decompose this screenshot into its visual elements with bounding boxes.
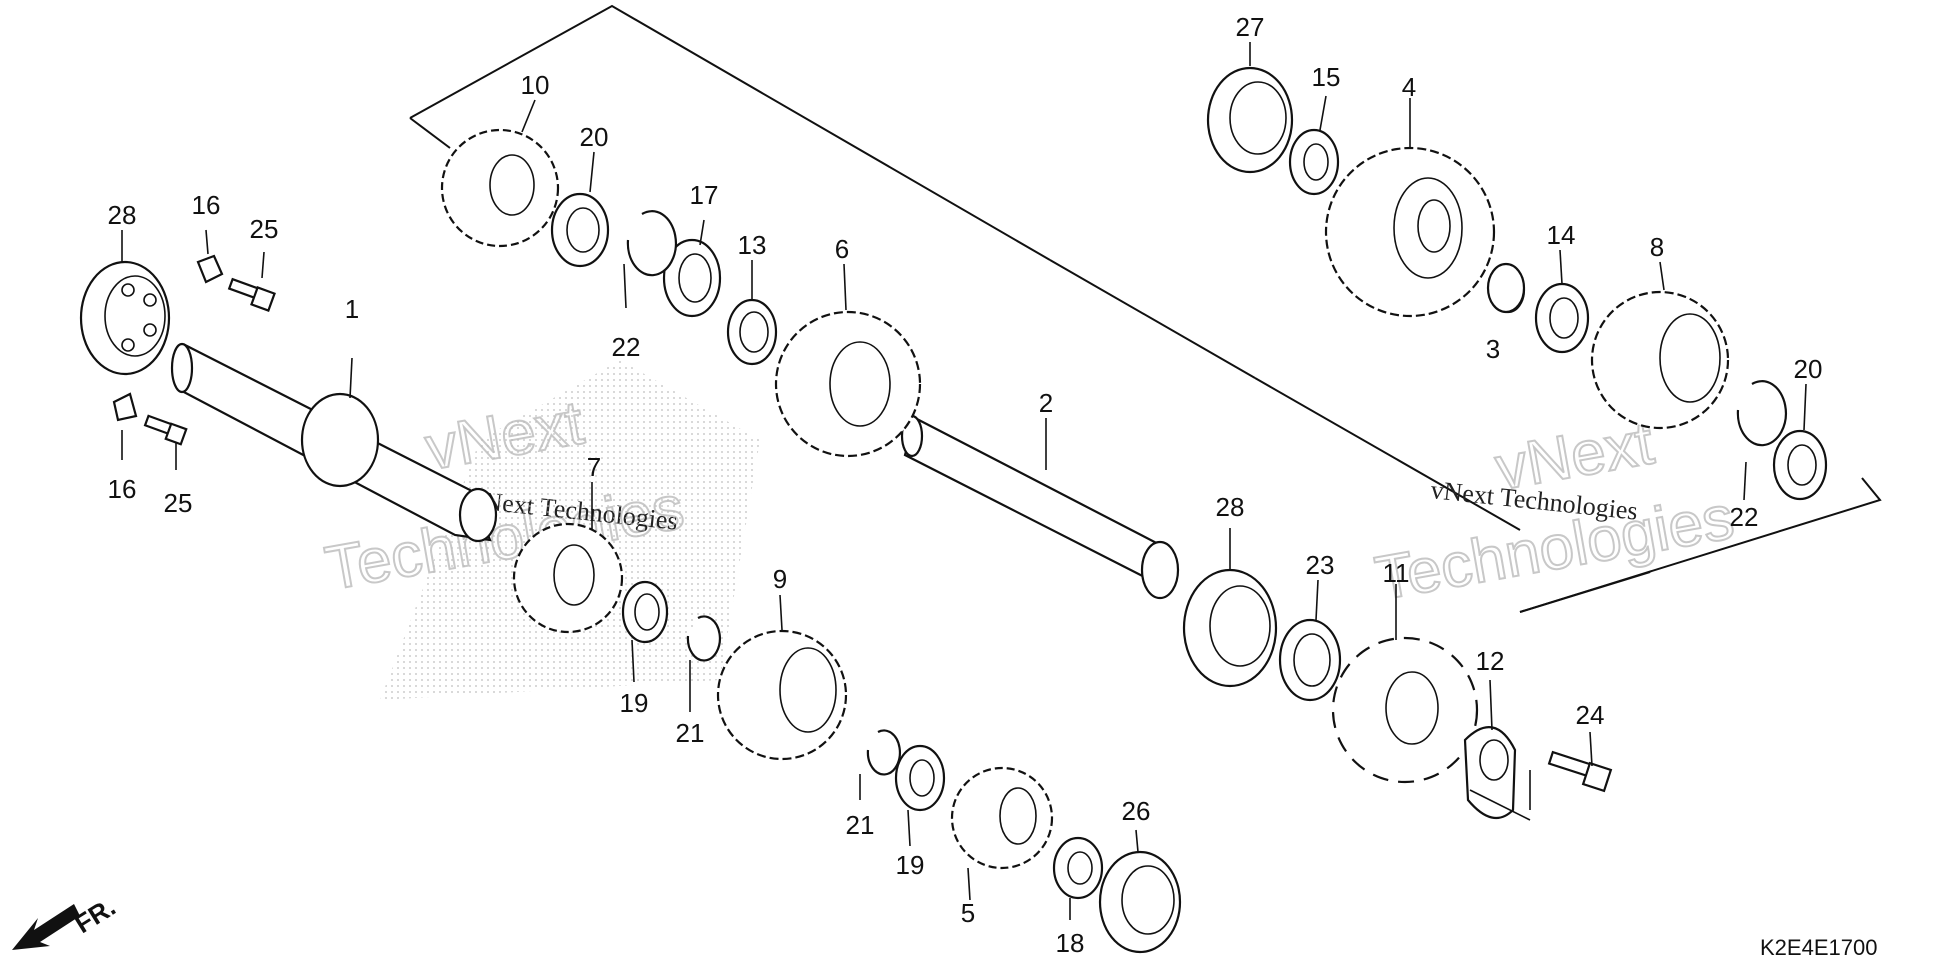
callout-5: 5 xyxy=(961,898,975,928)
callout-15: 15 xyxy=(1312,62,1341,92)
callout-22-left: 22 xyxy=(612,332,641,362)
callout-14: 14 xyxy=(1547,220,1576,250)
diagram-code: K2E4E1700 xyxy=(1760,935,1877,960)
gear-6 xyxy=(774,310,922,458)
countershaft-2 xyxy=(900,414,1180,600)
callout-12: 12 xyxy=(1476,646,1505,676)
bolt-25-top xyxy=(227,277,276,312)
gear-9 xyxy=(716,629,848,761)
plate-12 xyxy=(1463,726,1517,820)
bearing-27 xyxy=(1206,66,1294,174)
callout-28-left: 28 xyxy=(108,200,137,230)
callout-21-right: 21 xyxy=(846,810,875,840)
callout-2: 2 xyxy=(1039,388,1053,418)
callout-16-bottom: 16 xyxy=(108,474,137,504)
callout-17: 17 xyxy=(690,180,719,210)
bearing-28-right xyxy=(1182,568,1278,688)
front-direction-label: FR. xyxy=(69,891,120,939)
assembly-frame xyxy=(409,4,1882,613)
callout-7: 7 xyxy=(587,452,601,482)
callout-25-bottom: 25 xyxy=(164,488,193,518)
callout-9: 9 xyxy=(773,564,787,594)
callout-28-right: 28 xyxy=(1216,492,1245,522)
callout-23: 23 xyxy=(1306,550,1335,580)
gear-10 xyxy=(440,128,560,248)
gear-4 xyxy=(1324,146,1496,318)
callout-19-left: 19 xyxy=(620,688,649,718)
bearing-26 xyxy=(1098,850,1182,954)
callout-8: 8 xyxy=(1650,232,1664,262)
gear-7 xyxy=(512,522,624,634)
callout-10: 10 xyxy=(521,70,550,100)
callout-20-top: 20 xyxy=(580,122,609,152)
callout-labels: 1 2 3 4 5 6 7 8 9 10 11 12 13 14 15 16 1… xyxy=(108,12,1823,958)
plate-16-bottom xyxy=(112,392,138,422)
callout-1: 1 xyxy=(345,294,359,324)
callout-11: 11 xyxy=(1383,558,1410,588)
callout-13: 13 xyxy=(738,230,767,260)
sprocket-11 xyxy=(1331,636,1479,784)
bolt-25-bottom xyxy=(143,414,188,446)
bolt-24 xyxy=(1547,750,1613,793)
callout-16-top: 16 xyxy=(192,190,221,220)
callout-27: 27 xyxy=(1236,12,1265,42)
callout-4: 4 xyxy=(1402,72,1416,102)
callout-6: 6 xyxy=(835,234,849,264)
bearing-28-left xyxy=(79,260,171,376)
callout-24: 24 xyxy=(1576,700,1605,730)
front-direction-arrow-icon: FR. xyxy=(12,891,121,950)
callout-22-right: 22 xyxy=(1730,502,1759,532)
callout-20-right: 20 xyxy=(1794,354,1823,384)
callout-19-right: 19 xyxy=(896,850,925,880)
gear-8 xyxy=(1590,290,1730,430)
collar-3 xyxy=(1486,262,1526,314)
plate-16-top xyxy=(196,254,224,284)
gear-5 xyxy=(950,766,1054,870)
callout-26: 26 xyxy=(1122,796,1151,826)
callout-3: 3 xyxy=(1486,334,1500,364)
callout-25-top: 25 xyxy=(250,214,279,244)
leader-lines xyxy=(121,42,1807,920)
mainshaft-1 xyxy=(170,342,498,543)
callout-18: 18 xyxy=(1056,928,1085,958)
callout-21-left: 21 xyxy=(676,718,705,748)
circlips xyxy=(626,210,1787,776)
